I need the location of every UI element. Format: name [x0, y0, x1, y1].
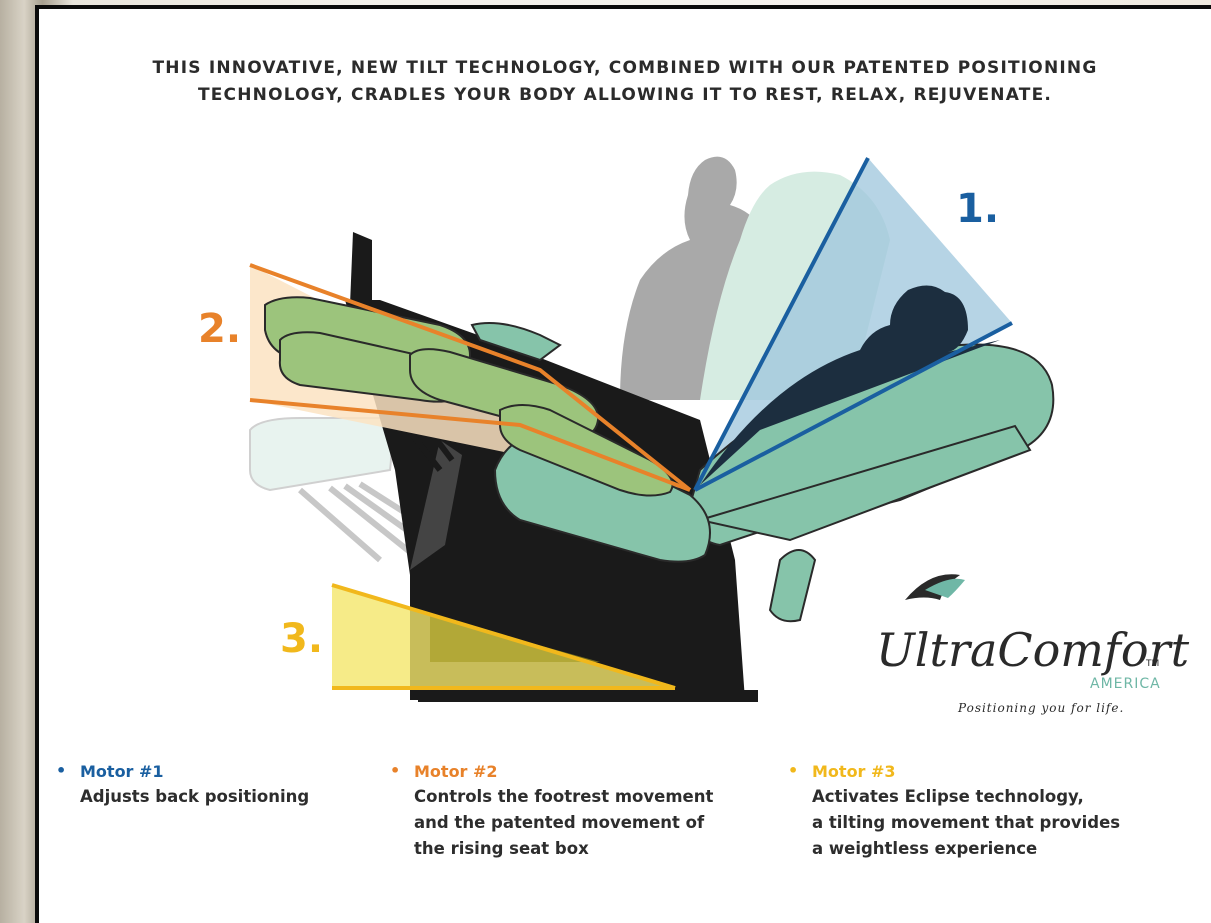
motor-1-item: • Motor #1 Adjusts back positioning [56, 760, 358, 810]
base-lever [350, 232, 372, 305]
reclined-chair [264, 296, 1055, 623]
faded-footrest [249, 417, 442, 563]
reclined-silhouette [700, 285, 1000, 485]
label-motor3: 3. [280, 616, 323, 662]
logo-brand: UltraComfort [876, 623, 1190, 677]
motor1-lines [693, 157, 1013, 492]
logo-sub: AMERICA [1090, 676, 1161, 692]
motor-3-bullet: • [788, 761, 799, 780]
motor3-lines [331, 583, 676, 690]
motor-1-bullet: • [56, 761, 67, 780]
side-panel [410, 440, 462, 570]
logo-leaf-icon [925, 578, 965, 598]
motor-2-title: Motor #2 [414, 762, 498, 781]
motor-3-desc: Activates Eclipse technology, a tilting … [812, 787, 1121, 858]
motor2-lines [249, 263, 692, 492]
motor-3-item: • Motor #3 Activates Eclipse technology,… [788, 760, 1190, 862]
motor-3-title: Motor #3 [812, 762, 896, 781]
motor-2-desc: Controls the footrest movement and the p… [414, 787, 714, 858]
logo-tagline: Positioning you for life. [957, 701, 1124, 715]
ultracomfort-logo: UltraComfort TM AMERICA Positioning you … [876, 574, 1190, 715]
motor-1-title: Motor #1 [80, 762, 164, 781]
headline-line-1: THIS INNOVATIVE, NEW TILT TECHNOLOGY, CO… [152, 58, 1098, 78]
headline-line-2: TECHNOLOGY, CRADLES YOUR BODY ALLOWING I… [197, 85, 1053, 105]
label-motor1: 1. [956, 186, 999, 232]
headline: THIS INNOVATIVE, NEW TILT TECHNOLOGY, CO… [39, 55, 1211, 109]
motor-1-desc: Adjusts back positioning [80, 787, 310, 806]
base-rail [418, 690, 758, 702]
motor-2-bullet: • [390, 761, 401, 780]
label-motor2: 2. [198, 306, 241, 352]
logo-tm: TM [1145, 659, 1159, 669]
motor-2-item: • Motor #2 Controls the footrest movemen… [390, 760, 792, 862]
